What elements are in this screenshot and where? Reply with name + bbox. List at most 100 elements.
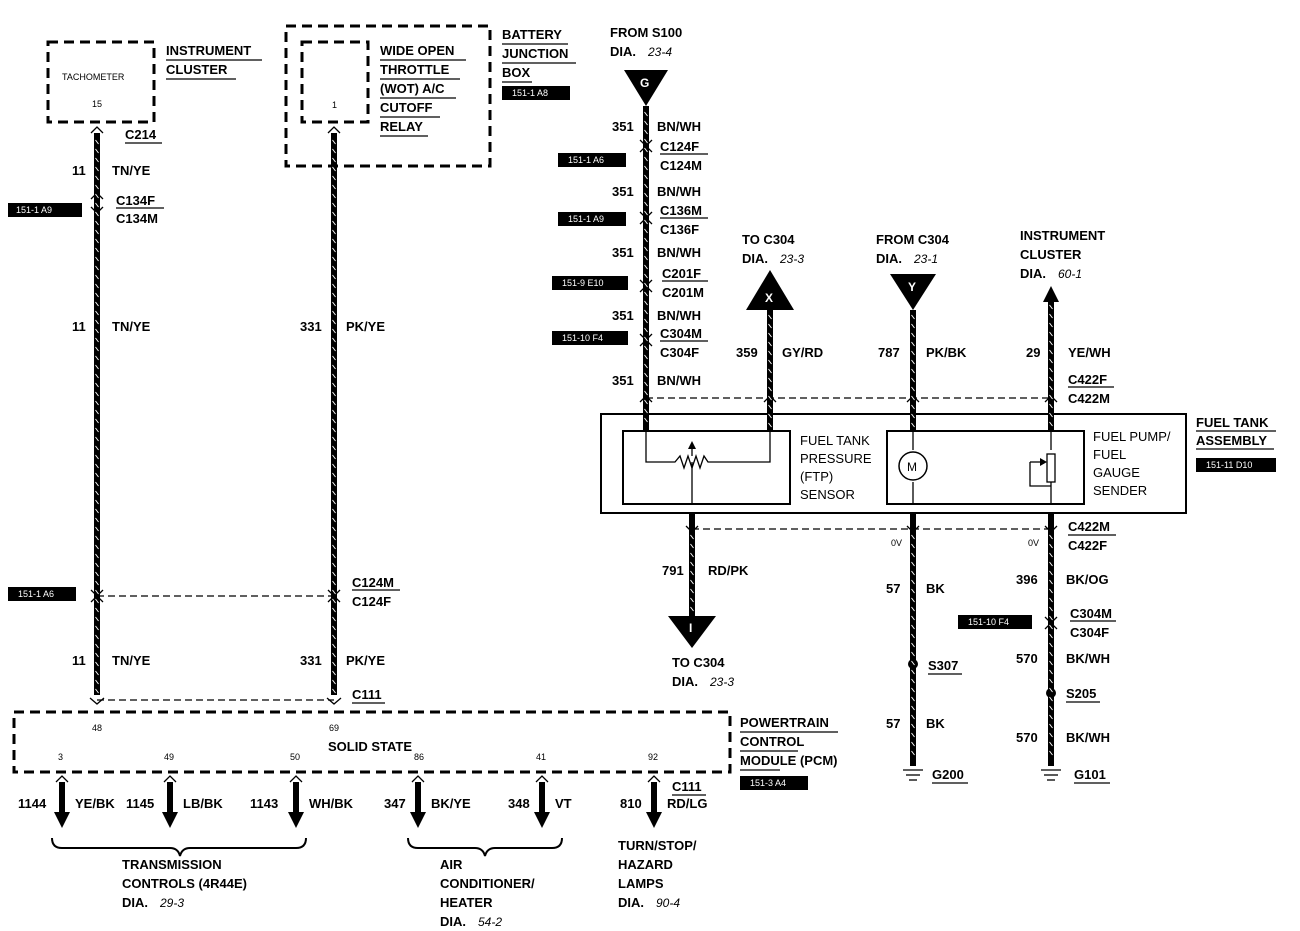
wire-1143-number: 1143 bbox=[250, 796, 278, 811]
ref-tag-c124-left: 151-1 A6 bbox=[8, 587, 76, 601]
connector-c422m-top: C422M bbox=[1068, 391, 1110, 406]
ref-tag-c136: 151-1 A9 bbox=[558, 212, 626, 226]
wire-810-color: RD/LG bbox=[667, 796, 707, 811]
wire-29-color: YE/WH bbox=[1068, 345, 1111, 360]
wire-791-color: RD/PK bbox=[708, 563, 749, 578]
connector-c124f-left: C124F bbox=[352, 594, 391, 609]
wire-331a-color: PK/YE bbox=[346, 319, 385, 334]
offpage-y-triangle bbox=[890, 274, 936, 310]
ground-g101: G101 bbox=[1074, 767, 1106, 782]
lamps-label-2: HAZARD bbox=[618, 857, 673, 872]
wire-331a-number: 331 bbox=[300, 319, 322, 334]
wot-relay-label-5: RELAY bbox=[380, 119, 423, 134]
inst-cluster-right-label-1: INSTRUMENT bbox=[1020, 228, 1105, 243]
fuel-tank-assembly-label-2: ASSEMBLY bbox=[1196, 433, 1267, 448]
wire-351d-color: BN/WH bbox=[657, 308, 701, 323]
offpage-i-triangle bbox=[668, 616, 716, 648]
wire-570b-number: 570 bbox=[1016, 730, 1038, 745]
wire-11a-color: TN/YE bbox=[112, 163, 151, 178]
instrument-cluster-label-1: INSTRUMENT bbox=[166, 43, 251, 58]
pcm-pin-50: 50 bbox=[290, 752, 300, 762]
wire-351a-number: 351 bbox=[612, 119, 634, 134]
svg-text:151-11 D10: 151-11 D10 bbox=[1206, 460, 1252, 470]
ref-tag-c304-bot: 151-10 F4 bbox=[958, 615, 1032, 629]
pcm-pin-69: 69 bbox=[329, 723, 339, 733]
ref-tag-c201: 151-9 E10 bbox=[552, 276, 628, 290]
wire-348-number: 348 bbox=[508, 796, 530, 811]
splice-s307: S307 bbox=[928, 658, 958, 673]
pcm-label-3: MODULE (PCM) bbox=[740, 753, 838, 768]
inst-cluster-right-label-2: CLUSTER bbox=[1020, 247, 1082, 262]
voltage-left: 0V bbox=[891, 538, 902, 548]
transmission-ref: 29-3 bbox=[159, 896, 184, 910]
from-s100-ref: 23-4 bbox=[647, 45, 672, 59]
pcm-pin-41: 41 bbox=[536, 752, 546, 762]
offpage-x-triangle bbox=[746, 270, 794, 310]
to-c304-i-ref: 23-3 bbox=[709, 675, 734, 689]
ref-tag-bjb: 151-1 A8 bbox=[502, 86, 570, 100]
wire-351a-color: BN/WH bbox=[657, 119, 701, 134]
from-c304-y-dia: DIA. bbox=[876, 251, 902, 266]
svg-text:151-1 A9: 151-1 A9 bbox=[568, 214, 604, 224]
ground-g200: G200 bbox=[932, 767, 964, 782]
fuel-pump-motor-letter: M bbox=[907, 460, 917, 474]
svg-text:151-1 A9: 151-1 A9 bbox=[16, 205, 52, 215]
wire-hatches bbox=[95, 111, 1053, 756]
battery-junction-box: 1 WIDE OPEN THROTTLE (WOT) A/C CUTOFF RE… bbox=[284, 24, 576, 168]
svg-text:151-10 F4: 151-10 F4 bbox=[968, 617, 1009, 627]
svg-text:151-10 F4: 151-10 F4 bbox=[562, 333, 603, 343]
tachometer-label: TACHOMETER bbox=[62, 72, 125, 82]
wire-1144-number: 1144 bbox=[18, 796, 47, 811]
wire-787-color: PK/BK bbox=[926, 345, 967, 360]
wot-relay-pin: 1 bbox=[332, 100, 337, 110]
to-c304-i-label: TO C304 bbox=[672, 655, 725, 670]
aircon-label-2: CONDITIONER/ bbox=[440, 876, 535, 891]
pcm: 48 69 3 49 50 86 41 92 SOLID STATE POWER… bbox=[12, 710, 838, 796]
svg-text:151-1 A8: 151-1 A8 bbox=[512, 88, 548, 98]
wire-347-number: 347 bbox=[384, 796, 406, 811]
connector-c304f: C304F bbox=[660, 345, 699, 360]
wire-570a-number: 570 bbox=[1016, 651, 1038, 666]
wire-11b-color: TN/YE bbox=[112, 319, 151, 334]
wot-relay-label-2: THROTTLE bbox=[380, 62, 450, 77]
inst-cluster-right-ref: 60-1 bbox=[1058, 267, 1082, 281]
instrument-cluster: TACHOMETER 15 INSTRUMENT CLUSTER bbox=[46, 40, 262, 124]
aircon-ref: 54-2 bbox=[478, 915, 502, 929]
svg-text:151-1 A6: 151-1 A6 bbox=[568, 155, 604, 165]
bjb-label-3: BOX bbox=[502, 65, 531, 80]
connector-c124f-right: C124F bbox=[660, 139, 699, 154]
pcm-pin-49: 49 bbox=[164, 752, 174, 762]
wire-396-number: 396 bbox=[1016, 572, 1038, 587]
wire-351e-color: BN/WH bbox=[657, 373, 701, 388]
wire-791-number: 791 bbox=[662, 563, 684, 578]
connector-c304m-bot: C304M bbox=[1070, 606, 1112, 621]
wire-11c-color: TN/YE bbox=[112, 653, 151, 668]
fuel-pump-label-2: FUEL bbox=[1093, 447, 1126, 462]
connector-c124m-right: C124M bbox=[660, 158, 702, 173]
pcm-solid-state: SOLID STATE bbox=[328, 739, 412, 754]
fuel-pump-label-3: GAUGE bbox=[1093, 465, 1140, 480]
lamps-dia: DIA. bbox=[618, 895, 644, 910]
splice-s205-dot bbox=[1046, 688, 1056, 698]
connector-c111-left: C111 bbox=[352, 687, 382, 702]
pcm-pin-86: 86 bbox=[414, 752, 424, 762]
wire-331: 331 PK/YE C124M C124F 331 PK/YE C111 bbox=[300, 126, 400, 705]
fuel-tank-assembly-label-1: FUEL TANK bbox=[1196, 415, 1269, 430]
wire-11c-number: 11 bbox=[72, 653, 86, 668]
aircon-dia: DIA. bbox=[440, 914, 466, 929]
wire-351b-number: 351 bbox=[612, 184, 634, 199]
pcm-connector-c111: C111 bbox=[672, 779, 702, 794]
connector-c134f: C134F bbox=[116, 193, 155, 208]
wire-57: 0V 57 BK S307 57 BK G200 bbox=[886, 513, 968, 784]
offpage-y-letter: Y bbox=[908, 280, 916, 294]
connector-c422f-bot: C422F bbox=[1068, 538, 1107, 553]
ref-tag-c124-right: 151-1 A6 bbox=[558, 153, 626, 167]
tachometer-pin: 15 bbox=[92, 99, 102, 109]
connector-c304m: C304M bbox=[660, 326, 702, 341]
instrument-cluster-label-2: CLUSTER bbox=[166, 62, 228, 77]
ref-tag-fuel-tank: 151-11 D10 bbox=[1196, 458, 1276, 472]
connector-c134m: C134M bbox=[116, 211, 158, 226]
wire-331b-color: PK/YE bbox=[346, 653, 385, 668]
ref-tag-pcm: 151-3 A4 bbox=[740, 776, 808, 790]
